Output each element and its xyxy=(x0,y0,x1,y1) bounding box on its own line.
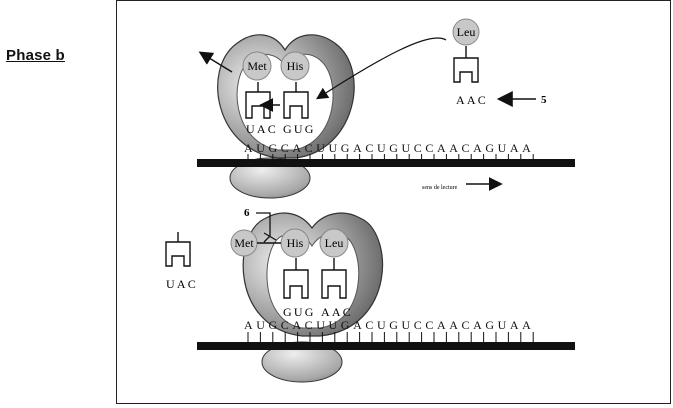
released-trna xyxy=(165,232,191,267)
aa-met-circle xyxy=(242,51,272,81)
aa-his-circle xyxy=(280,51,310,81)
aa-met-label: Met xyxy=(247,59,267,73)
trna-leu-incoming xyxy=(453,46,479,83)
mrna-ticks-2 xyxy=(247,332,534,342)
mrna-sequence-2: AUGCACUUGACUGUCCAACAGUAA xyxy=(244,318,534,332)
released-anticodon: UAC xyxy=(166,277,198,291)
top-panel: AUGCACUUGACUGUCCAACAGUAA UAC GUG Met His… xyxy=(197,18,575,199)
anticodon-met: UAC xyxy=(246,122,278,136)
anticodon-his: GUG xyxy=(283,122,316,136)
mrna-sequence: AUGCACUUGACUGUCCAACAGUAA xyxy=(244,141,534,155)
mrna-strand xyxy=(197,159,575,167)
aa-leu-label-2: Leu xyxy=(325,236,344,250)
exit-arrow xyxy=(198,51,233,73)
incoming-anticodon: AAC xyxy=(456,93,488,107)
callout-5: 5 xyxy=(541,94,547,106)
bottom-panel: AUGCACUUGACUGUCCAACAGUAA GUG AAC Met His… xyxy=(165,207,575,383)
aa-leu-circle-2 xyxy=(319,228,349,258)
aa-his-label-2: His xyxy=(287,236,304,250)
anticodon-his-2: GUG xyxy=(283,305,316,319)
aa-his-label: His xyxy=(287,59,304,73)
incoming-arrow xyxy=(315,37,447,100)
phase-label: Phase b xyxy=(6,47,65,64)
aa-leu-label: Leu xyxy=(457,25,476,39)
ribosome-small-subunit xyxy=(229,157,311,199)
trna-leu-2 xyxy=(321,258,347,299)
trna-met xyxy=(245,82,271,119)
direction-label: sens de lecture xyxy=(422,185,458,191)
anticodon-leu-2: AAC xyxy=(321,305,353,319)
aa-met-label-2: Met xyxy=(234,236,254,250)
figure-frame xyxy=(116,0,671,404)
aa-leu-circle xyxy=(452,18,480,46)
trna-his xyxy=(283,82,309,119)
callout-6-pointer xyxy=(256,212,277,243)
mrna-ticks xyxy=(247,154,534,159)
mrna-strand-2 xyxy=(197,342,575,350)
callout-6: 6 xyxy=(244,207,250,219)
trna-his-2 xyxy=(283,258,309,299)
